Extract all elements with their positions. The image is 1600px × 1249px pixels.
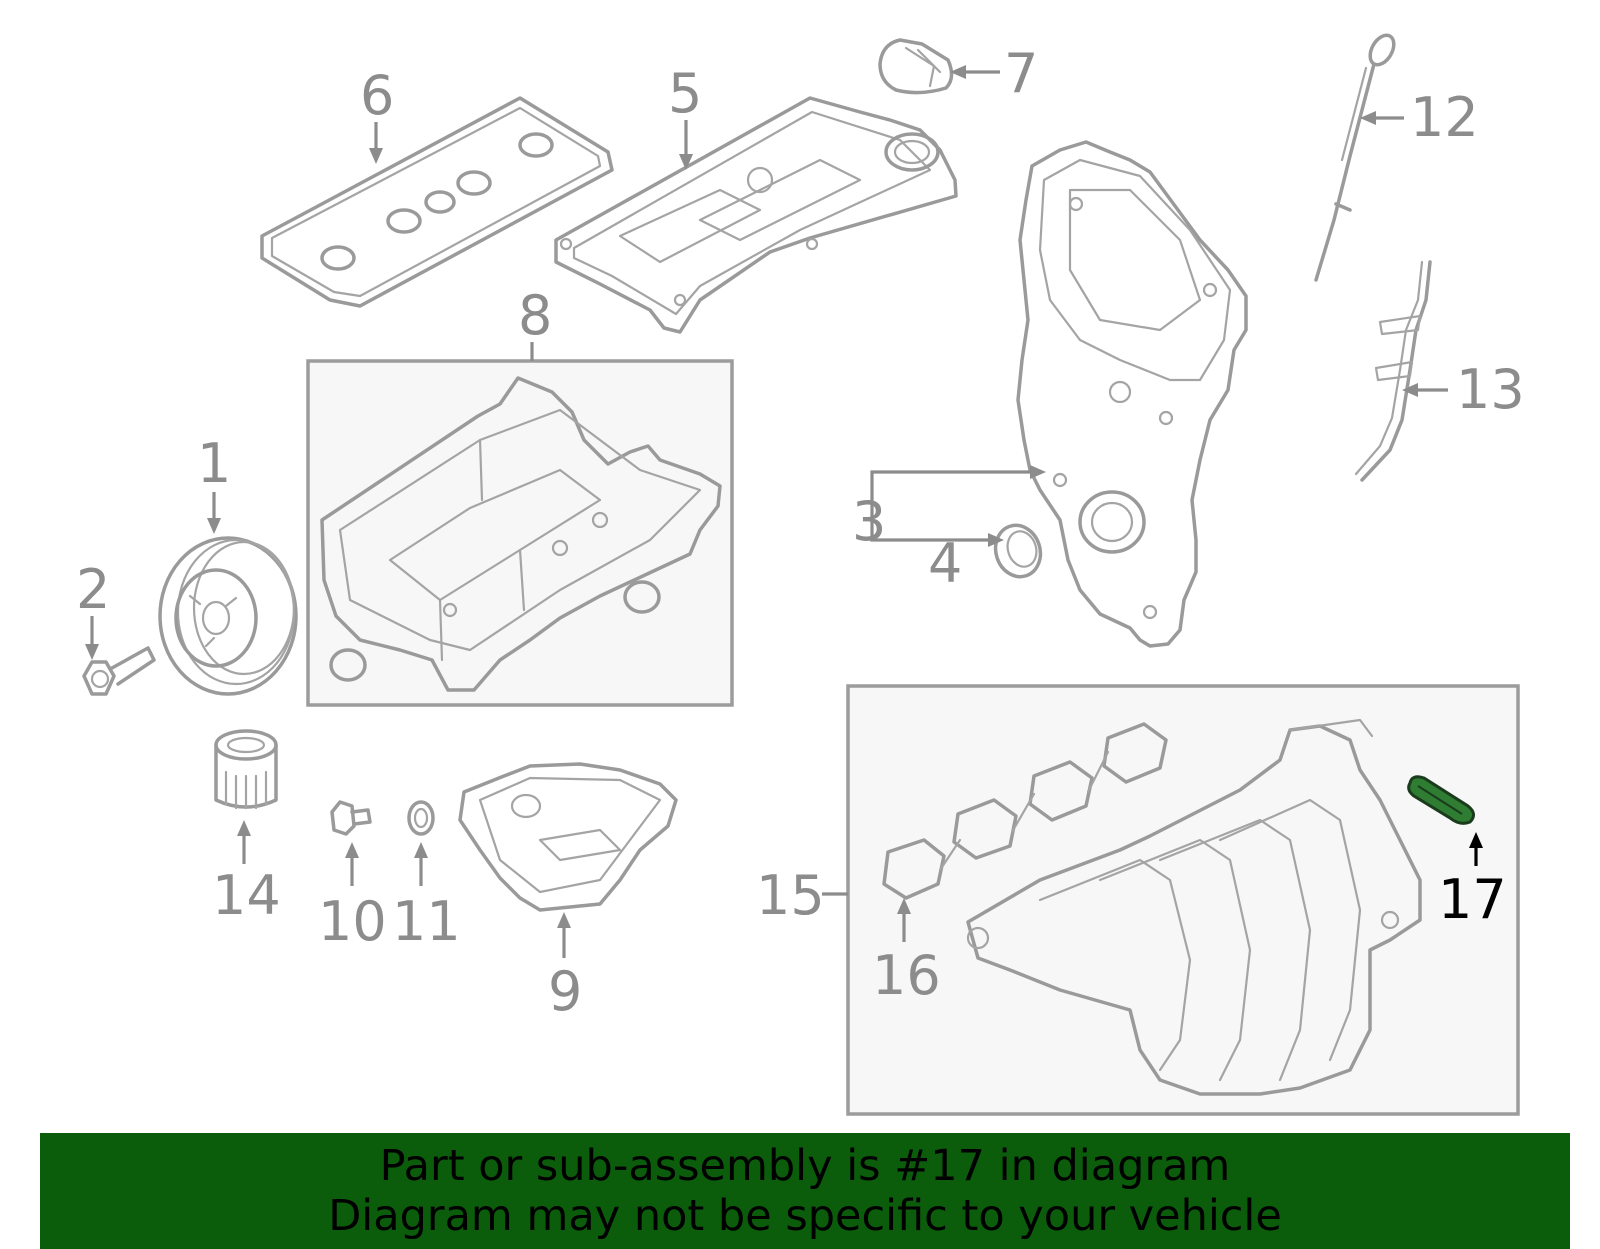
callout-17: 17	[1438, 868, 1507, 931]
throttle-body-gasket-part[interactable]	[1407, 775, 1475, 825]
callout-1: 1	[197, 432, 231, 495]
callout-6: 6	[360, 64, 394, 127]
group-box-oil-pan-upper	[306, 359, 734, 707]
pulley-bolt-part[interactable]	[82, 646, 156, 696]
crankshaft-seal-part[interactable]	[989, 519, 1047, 582]
callout-3: 3	[852, 490, 886, 553]
callout-7: 7	[1004, 42, 1038, 105]
drain-plug-part[interactable]	[330, 800, 372, 836]
callout-2: 2	[76, 558, 110, 621]
callout-labels: 1 2 3 4 5 6 7 8 9 10 11 12 13 14 15 16 1…	[76, 42, 1525, 1023]
leader-lines	[85, 65, 1483, 958]
oil-filter-part[interactable]	[214, 729, 278, 810]
callout-11: 11	[392, 890, 461, 953]
dipstick-tube-part[interactable]	[1354, 260, 1432, 482]
oil-filler-cap-part[interactable]	[878, 38, 954, 95]
callout-13: 13	[1456, 358, 1525, 421]
callout-12: 12	[1410, 86, 1479, 149]
callout-14: 14	[212, 864, 281, 927]
callout-10: 10	[318, 890, 387, 953]
group-box-intake-manifold	[846, 684, 1520, 1116]
callout-4: 4	[928, 532, 962, 595]
info-banner: Part or sub-assembly is #17 in diagram D…	[40, 1133, 1570, 1249]
intake-manifold-part[interactable]	[966, 718, 1422, 1096]
upper-oil-pan-part[interactable]	[320, 376, 722, 692]
crankshaft-pulley-part[interactable]	[158, 536, 298, 696]
cylinder-head-cover-part[interactable]	[554, 96, 958, 334]
lower-oil-pan-part[interactable]	[458, 762, 678, 912]
oil-dipstick-part[interactable]	[1314, 31, 1399, 282]
callout-15: 15	[756, 864, 825, 927]
banner-line-disclaimer: Diagram may not be specific to your vehi…	[328, 1191, 1282, 1241]
callout-8: 8	[518, 284, 552, 347]
valve-cover-gasket-part[interactable]	[260, 96, 614, 308]
callout-16: 16	[872, 944, 941, 1007]
timing-chain-cover-part[interactable]	[1016, 140, 1248, 648]
callout-5: 5	[668, 62, 702, 125]
intake-manifold-gasket-part[interactable]	[882, 722, 1168, 900]
drain-washer-part[interactable]	[407, 800, 435, 836]
callout-9: 9	[548, 960, 582, 1023]
banner-line-part-number: Part or sub-assembly is #17 in diagram	[379, 1141, 1231, 1191]
